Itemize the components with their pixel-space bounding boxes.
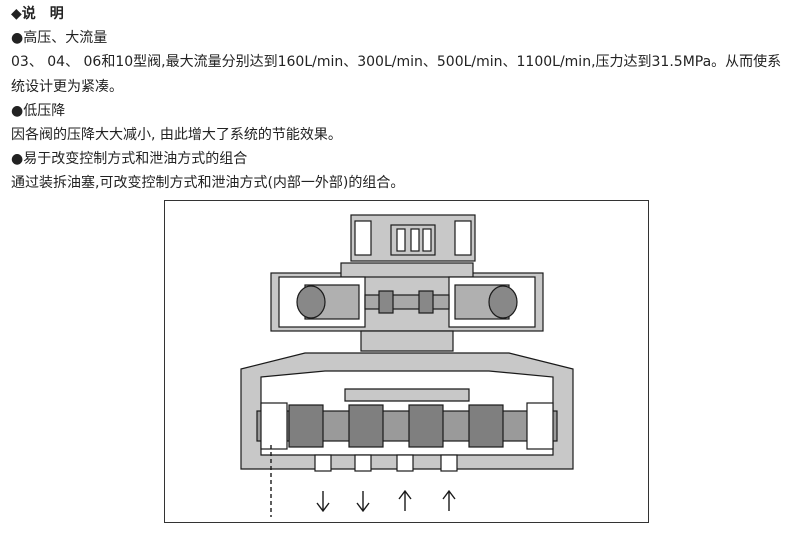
- section-body-high-pressure: 03、 04、 06和10型阀,最大流量分别达到160L/min、300L/mi…: [11, 54, 782, 95]
- heading-description: ◆说 明: [11, 6, 64, 22]
- valve-diagram-figure: [164, 200, 649, 523]
- section-title-low-pressure-drop: ●低压降: [11, 102, 66, 119]
- section-body-control-combination: 通过装拆油塞,可改变控制方式和泄油方式(内部一外部)的组合。: [11, 175, 405, 192]
- section-title-high-pressure: ●高压、大流量: [11, 30, 108, 47]
- valve-cross-section-icon: [240, 214, 574, 517]
- section-body-low-pressure-drop: 因各阀的压降大大减小, 由此增大了系统的节能效果。: [11, 127, 342, 144]
- description-text: ◆说 明 ●高压、大流量 03、 04、 06和10型阀,最大流量分别达到160…: [11, 2, 787, 196]
- section-title-control-combination: ●易于改变控制方式和泄油方式的组合: [11, 151, 248, 168]
